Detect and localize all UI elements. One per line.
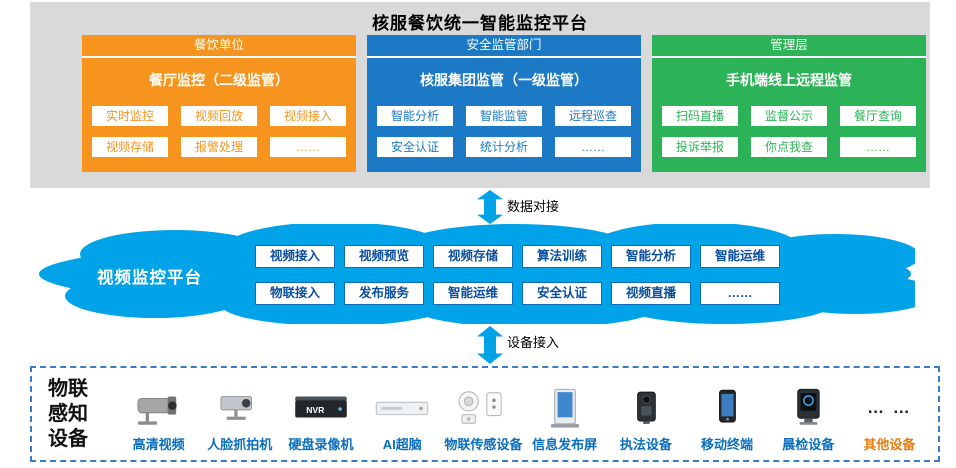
double-arrow-icon bbox=[477, 326, 503, 364]
device-name: AI超脑 bbox=[382, 437, 422, 452]
cloud-title: 视频监控平台 bbox=[97, 269, 202, 287]
feature-button: 智能分析 bbox=[377, 106, 453, 126]
panel-title-line: 物联 bbox=[48, 377, 88, 400]
device-name: 硬盘录像机 bbox=[288, 437, 354, 452]
cloud-button: 智能运维 bbox=[700, 245, 780, 268]
feature-button: 视频接入 bbox=[270, 106, 346, 126]
device-item: 执法设备 bbox=[605, 384, 686, 453]
cloud-button: 算法训练 bbox=[522, 245, 602, 268]
feature-button: 安全认证 bbox=[377, 137, 453, 157]
cloud-button: 发布服务 bbox=[344, 282, 424, 305]
cloud-button: 智能运维 bbox=[433, 282, 513, 305]
feature-button: 投诉举报 bbox=[662, 137, 738, 157]
feature-button-more: …… bbox=[555, 137, 631, 157]
column-catering-unit: 餐饮单位 餐厅监控（二级监管） 实时监控 视频回放 视频接入 视频存储 报警处理… bbox=[82, 35, 356, 172]
connector-label: 数据对接 bbox=[507, 199, 560, 214]
column-body: 手机端线上远程监管 扫码直播 监督公示 餐厅查询 投诉举报 你点我查 …… bbox=[652, 58, 926, 172]
video-platform-cloud: 视频监控平台 视频接入 视频预览 视频存储 算法训练 智能分析 智能运维 物联接… bbox=[35, 224, 915, 324]
device-list: 高清视频 人脸抓拍机 N bbox=[118, 368, 938, 460]
column-subtitle: 餐厅监控（二级监管） bbox=[149, 72, 289, 88]
panel-title-line: 感知 bbox=[48, 402, 88, 425]
platform-panel: 核服餐饮统一智能监控平台 餐饮单位 餐厅监控（二级监管） 实时监控 视频回放 视… bbox=[30, 2, 930, 188]
ellipsis-icon: … … bbox=[867, 384, 912, 432]
morning-check-terminal-icon bbox=[780, 384, 836, 432]
cloud-button: 视频直播 bbox=[611, 282, 691, 305]
device-item: 人脸抓拍机 bbox=[199, 384, 280, 453]
feature-button: 你点我查 bbox=[751, 137, 827, 157]
device-name: 人脸抓拍机 bbox=[207, 437, 273, 452]
device-item: 信息发布屏 bbox=[524, 384, 605, 453]
iot-devices-panel: 物联 感知 设备 高清视频 bbox=[30, 366, 940, 462]
feature-button-more: …… bbox=[270, 137, 346, 157]
device-item: 物联传感设备 bbox=[443, 384, 524, 453]
cloud-button: 智能分析 bbox=[611, 245, 691, 268]
column-subtitle: 手机端线上远程监管 bbox=[726, 72, 852, 88]
cloud-button: 安全认证 bbox=[522, 282, 602, 305]
panel-title-line: 设备 bbox=[48, 427, 88, 450]
feature-button: 实时监控 bbox=[92, 106, 168, 126]
cloud-row: 视频接入 视频预览 视频存储 算法训练 智能分析 智能运维 bbox=[255, 245, 780, 268]
feature-button: 视频回放 bbox=[181, 106, 257, 126]
device-item: 移动终端 bbox=[686, 384, 767, 453]
device-name: 高清视频 bbox=[132, 437, 185, 452]
double-arrow-icon bbox=[477, 190, 503, 224]
iot-sensors-icon bbox=[452, 384, 514, 432]
cloud-row: 物联接入 发布服务 智能运维 安全认证 视频直播 …… bbox=[255, 282, 780, 305]
feature-button: 餐厅查询 bbox=[840, 106, 916, 126]
device-connector: 设备接入 bbox=[477, 326, 559, 364]
cloud-button-more: …… bbox=[700, 282, 780, 305]
feature-button: 扫码直播 bbox=[662, 106, 738, 126]
column-header: 安全监管部门 bbox=[367, 35, 641, 58]
device-item: 高清视频 bbox=[118, 384, 199, 453]
ai-box-icon bbox=[371, 384, 433, 432]
feature-button: 统计分析 bbox=[466, 137, 542, 157]
device-name: 其他设备 bbox=[863, 437, 916, 452]
feature-button: 报警处理 bbox=[181, 137, 257, 157]
cloud-button: 视频预览 bbox=[344, 245, 424, 268]
device-name: 晨检设备 bbox=[782, 437, 835, 452]
nvr-label: NVR bbox=[306, 405, 325, 415]
feature-button: 监督公示 bbox=[751, 106, 827, 126]
feature-button: 视频存储 bbox=[92, 137, 168, 157]
column-body: 餐厅监控（二级监管） 实时监控 视频回放 视频接入 视频存储 报警处理 …… bbox=[82, 58, 356, 172]
platform-columns: 餐饮单位 餐厅监控（二级监管） 实时监控 视频回放 视频接入 视频存储 报警处理… bbox=[82, 35, 926, 172]
column-safety-dept: 安全监管部门 核服集团监管（一级监管） 智能分析 智能监管 远程巡查 安全认证 … bbox=[367, 35, 641, 172]
device-name: 信息发布屏 bbox=[532, 437, 598, 452]
feature-buttons: 实时监控 视频回放 视频接入 视频存储 报警处理 …… bbox=[82, 106, 356, 157]
feature-button-more: …… bbox=[840, 137, 916, 157]
column-subtitle: 核服集团监管（一级监管） bbox=[420, 72, 588, 88]
device-item: … … 其他设备 bbox=[849, 384, 930, 453]
hd-camera-icon bbox=[130, 384, 188, 432]
feature-button: 远程巡查 bbox=[555, 106, 631, 126]
feature-button: 智能监管 bbox=[466, 106, 542, 126]
column-body: 核服集团监管（一级监管） 智能分析 智能监管 远程巡查 安全认证 统计分析 …… bbox=[367, 58, 641, 172]
device-name: 执法设备 bbox=[619, 437, 672, 452]
data-connector: 数据对接 bbox=[477, 190, 559, 224]
device-name: 物联传感设备 bbox=[444, 437, 523, 452]
info-screen-icon bbox=[537, 384, 593, 432]
column-header: 管理层 bbox=[652, 35, 926, 58]
device-name: 移动终端 bbox=[701, 437, 754, 452]
bodycam-icon bbox=[618, 384, 674, 432]
cloud-button: 视频接入 bbox=[255, 245, 335, 268]
face-capture-camera-icon bbox=[211, 384, 269, 432]
column-management: 管理层 手机端线上远程监管 扫码直播 监督公示 餐厅查询 投诉举报 你点我查 …… bbox=[652, 35, 926, 172]
more-devices-dots: … … bbox=[867, 398, 912, 417]
device-item: NVR 硬盘录像机 bbox=[280, 384, 361, 453]
connector-label: 设备接入 bbox=[507, 335, 560, 350]
cloud-button: 视频存储 bbox=[433, 245, 513, 268]
nvr-icon: NVR bbox=[290, 384, 352, 432]
device-item: AI超脑 bbox=[362, 384, 443, 453]
cloud-capabilities: 视频接入 视频预览 视频存储 算法训练 智能分析 智能运维 物联接入 发布服务 … bbox=[255, 245, 780, 305]
page-title: 核服餐饮统一智能监控平台 bbox=[372, 14, 588, 33]
column-header: 餐饮单位 bbox=[82, 35, 356, 58]
device-item: 晨检设备 bbox=[768, 384, 849, 453]
smartphone-icon bbox=[699, 384, 755, 432]
cloud-button: 物联接入 bbox=[255, 282, 335, 305]
feature-buttons: 智能分析 智能监管 远程巡查 安全认证 统计分析 …… bbox=[367, 106, 641, 157]
devices-panel-title: 物联 感知 设备 bbox=[32, 368, 118, 460]
feature-buttons: 扫码直播 监督公示 餐厅查询 投诉举报 你点我查 …… bbox=[652, 106, 926, 157]
